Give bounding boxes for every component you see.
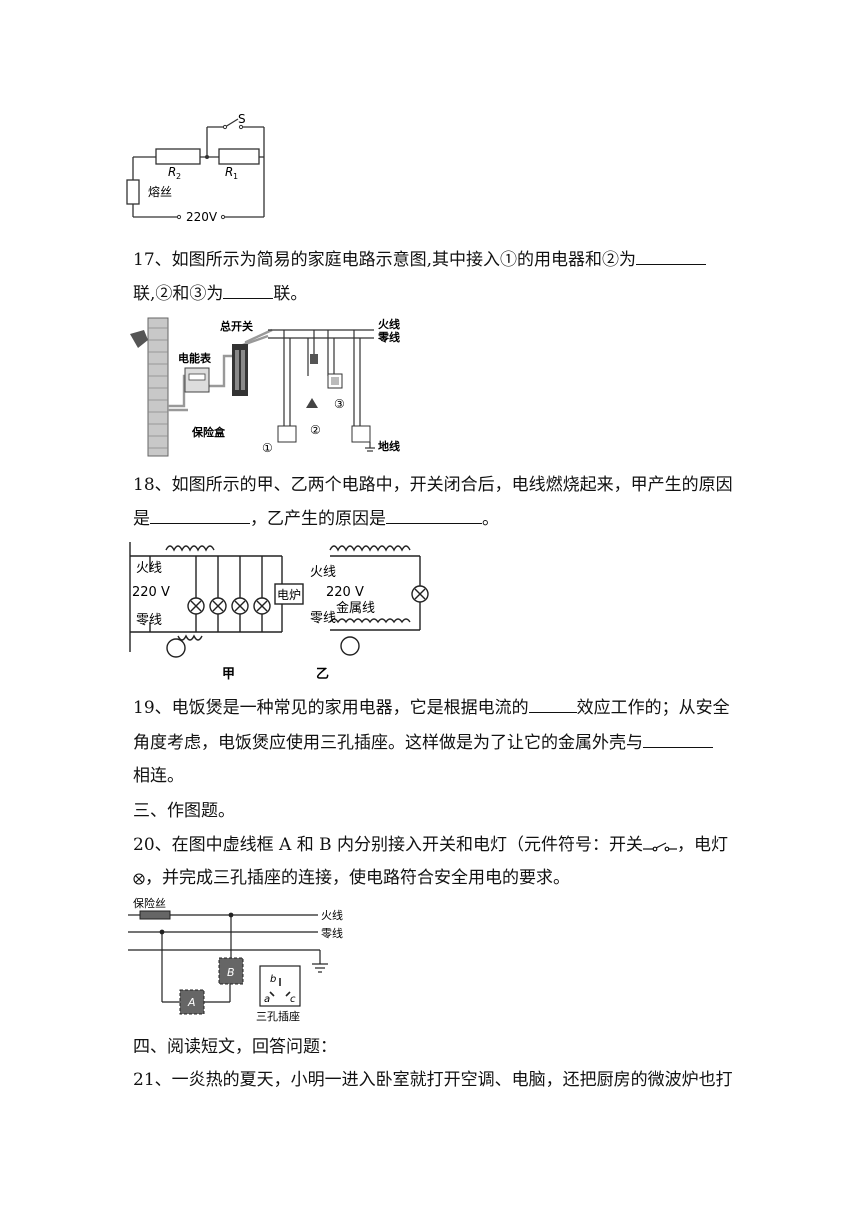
answer-blank[interactable] [386, 505, 482, 524]
live-label-b: 火线 [310, 565, 336, 580]
q18-text-2: 是 [133, 509, 150, 529]
fuse-label: 熔丝 [148, 184, 172, 199]
mark-2: ② [310, 423, 321, 437]
q18-line-1: 18、如图所示的甲、乙两个电路中，开关闭合后，电线燃烧起来，甲产生的原因 [133, 472, 740, 498]
r2-subscript: 2 [176, 172, 181, 181]
fuse-box-label: 保险盒 [191, 425, 226, 439]
switch-symbol-icon [643, 841, 678, 851]
voltage-label: 220V [186, 210, 218, 224]
socket-caption: 三孔插座 [256, 1009, 300, 1023]
q18-text-3: ，乙产生的原因是 [250, 509, 386, 529]
answer-blank[interactable] [223, 280, 274, 299]
circuit-figure-16: S R 2 R 1 熔丝 220V [126, 112, 265, 224]
q17-text-3: 联。 [273, 284, 308, 304]
q18-text: 18、如图所示的甲、乙两个电路中，开关闭合后，电线燃烧起来，甲产生的原因 [133, 475, 733, 495]
voltage-label-a: 220 V [132, 585, 170, 600]
q20-text-3: ，并完成三孔插座的连接，使电路符合安全用电的要求。 [145, 868, 570, 888]
answer-blank[interactable] [528, 694, 577, 713]
q19-text-3: 角度考虑，电饭煲应使用三孔插座。这样做是为了让它的金属外壳与 [133, 733, 643, 753]
voltage-label-b: 220 V [326, 585, 364, 600]
q19-line-2: 角度考虑，电饭煲应使用三孔插座。这样做是为了让它的金属外壳与 [133, 729, 740, 756]
live-label-a: 火线 [136, 561, 162, 576]
q17-line-1: 17、如图所示为简易的家庭电路示意图,其中接入①的用电器和②为 [133, 246, 740, 273]
q17-line-2: 联,②和③为 联。 [133, 280, 740, 307]
ground-wire-label: 地线 [378, 439, 400, 453]
q19-line-1: 19、电饭煲是一种常见的家用电器，它是根据电流的 效应工作的；从安全 [133, 694, 740, 721]
answer-blank[interactable] [643, 729, 713, 748]
r2-label: R [168, 165, 176, 179]
q19-text-2: 效应工作的；从安全 [576, 698, 730, 718]
q17-text: 17、如图所示为简易的家庭电路示意图,其中接入①的用电器和②为 [133, 250, 637, 270]
household-circuit-figure-17: 总开关 火线 零线 电能表 保险盒 地线 ① ② ③ [130, 317, 400, 457]
metal-wire-label: 金属线 [336, 600, 375, 616]
switch-label: S [238, 112, 246, 126]
answer-blank[interactable] [636, 246, 707, 265]
q19-text-4: 相连。 [133, 766, 184, 786]
neutral-label: 零线 [321, 926, 343, 940]
box-b-label[interactable]: B [227, 966, 235, 979]
neutral-label-a: 零线 [136, 613, 162, 628]
live-label: 火线 [321, 908, 343, 922]
section-3-heading: 三、作图题。 [133, 798, 740, 824]
mark-3: ③ [334, 397, 345, 411]
meter-label: 电能表 [178, 351, 212, 365]
section-4-heading: 四、阅读短文，回答问题： [133, 1034, 740, 1060]
circuits-figure-18: 火线 220 V 零线 电炉 甲 火线 220 V 金属线 零线 乙 [129, 542, 429, 682]
q19-text: 19、电饭煲是一种常见的家用电器，它是根据电流的 [133, 698, 529, 718]
live-wire-label: 火线 [378, 317, 400, 331]
wiring-figure-20: 保险丝 火线 零线 A B b a c 三孔插座 [128, 896, 343, 1023]
mark-1: ① [262, 441, 273, 455]
q21-line-1: 21、一炎热的夏天，小明一进入卧室就打开空调、电脑，还把厨房的微波炉也打 [133, 1067, 740, 1093]
r1-subscript: 1 [233, 172, 238, 181]
stove-label: 电炉 [277, 588, 301, 602]
section-3-text: 三、作图题。 [133, 801, 235, 821]
answer-blank[interactable] [150, 505, 250, 524]
socket-c-label: c [290, 994, 296, 1005]
neutral-wire-label: 零线 [377, 330, 400, 344]
neutral-label-b: 零线 [310, 611, 336, 626]
socket-b-label: b [270, 974, 276, 985]
q18-text-4: 。 [482, 509, 499, 529]
circuit-a-label: 甲 [222, 667, 235, 682]
q20-line-2: ，并完成三孔插座的连接，使电路符合安全用电的要求。 [133, 865, 740, 891]
q20-text: 20、在图中虚线框 A 和 B 内分别接入开关和电灯（元件符号：开关 [133, 835, 644, 855]
main-switch-label: 总开关 [220, 319, 253, 333]
q18-line-2: 是 ，乙产生的原因是 。 [133, 505, 740, 532]
fuse-label: 保险丝 [133, 896, 166, 910]
q20-text-2: ，电灯 [677, 835, 729, 855]
lamp-symbol-icon [133, 872, 145, 885]
q20-line-1: 20、在图中虚线框 A 和 B 内分别接入开关和电灯（元件符号：开关 ，电灯 [133, 832, 740, 858]
q17-text-2: 联,②和③为 [133, 284, 224, 304]
box-a-label[interactable]: A [187, 996, 196, 1009]
q21-text: 21、一炎热的夏天，小明一进入卧室就打开空调、电脑，还把厨房的微波炉也打 [133, 1070, 733, 1090]
socket-a-label: a [264, 994, 270, 1005]
r1-label: R [225, 165, 233, 179]
section-4-text: 四、阅读短文，回答问题： [133, 1037, 337, 1057]
q19-line-3: 相连。 [133, 763, 740, 789]
circuit-b-label: 乙 [316, 667, 329, 682]
